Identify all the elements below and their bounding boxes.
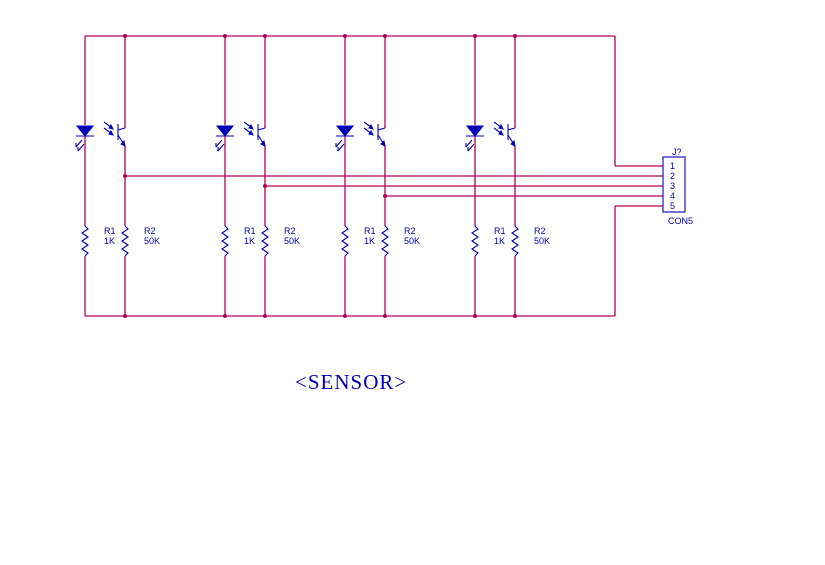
- light-arrowhead: [498, 124, 504, 130]
- r2-ref-label: R2: [284, 226, 296, 236]
- junction-dots: [123, 34, 517, 318]
- resistor-r1-icon: [81, 225, 89, 257]
- led-icon: [465, 125, 485, 152]
- connector-ref: J?: [672, 147, 682, 157]
- connector-pin-2: 2: [670, 171, 675, 181]
- light-arrowhead: [108, 124, 114, 130]
- connector-body: [662, 156, 686, 213]
- connector-pin-3: 3: [670, 181, 675, 191]
- led-triangle: [335, 125, 355, 137]
- led-arrow: [217, 143, 225, 152]
- r2-value-label: 50K: [144, 236, 160, 246]
- connector-value: CON5: [668, 216, 693, 226]
- led-arrow: [337, 143, 345, 152]
- junction-dot: [223, 314, 227, 318]
- junction-dot: [263, 184, 267, 188]
- phototransistor-collector: [507, 127, 516, 131]
- r2-ref-label: R2: [534, 226, 546, 236]
- led-triangle: [215, 125, 235, 137]
- light-arrowhead: [108, 130, 114, 136]
- light-arrowhead: [368, 124, 374, 130]
- resistor-r1-icon: [341, 225, 349, 257]
- led-arrow: [465, 139, 473, 148]
- junction-dot: [383, 34, 387, 38]
- led-arrow: [467, 143, 475, 152]
- light-arrowhead: [498, 130, 504, 136]
- wires: [85, 35, 663, 317]
- r2-ref-label: R2: [144, 226, 156, 236]
- r1-ref-label: R1: [364, 226, 376, 236]
- phototransistor-emitter-arrow: [380, 139, 386, 147]
- phototransistor-icon: [103, 121, 126, 147]
- schematic-title: <SENSOR>: [295, 370, 407, 394]
- junction-dot: [263, 34, 267, 38]
- connector-pin-5: 5: [670, 201, 675, 211]
- led-arrow: [77, 143, 85, 152]
- resistor-r2-icon: [261, 225, 269, 257]
- junction-dot: [263, 314, 267, 318]
- connector-pin-4: 4: [670, 191, 675, 201]
- phototransistor-collector: [377, 127, 386, 131]
- r1-ref-label: R1: [244, 226, 256, 236]
- junction-dot: [343, 314, 347, 318]
- r1-value-label: 1K: [244, 236, 255, 246]
- connector-con5: J? 1 2 3 4 5 CON5: [662, 147, 693, 226]
- phototransistor-icon: [363, 121, 386, 147]
- led-arrow: [75, 139, 83, 148]
- r2-value-label: 50K: [284, 236, 300, 246]
- phototransistor-emitter-arrow: [510, 139, 516, 147]
- led-icon: [215, 125, 235, 152]
- led-triangle: [75, 125, 95, 137]
- light-arrowhead: [248, 124, 254, 130]
- r1-value-label: 1K: [364, 236, 375, 246]
- junction-dot: [383, 194, 387, 198]
- phototransistor-emitter-arrow: [120, 139, 126, 147]
- led-triangle: [465, 125, 485, 137]
- resistor-r2-icon: [121, 225, 129, 257]
- junction-dot: [123, 34, 127, 38]
- phototransistor-collector: [257, 127, 266, 131]
- r2-value-label: 50K: [534, 236, 550, 246]
- junction-dot: [223, 34, 227, 38]
- led-arrow: [335, 139, 343, 148]
- junction-dot: [123, 174, 127, 178]
- phototransistor-icon: [243, 121, 266, 147]
- resistor-r1-icon: [221, 225, 229, 257]
- led-icon: [75, 125, 95, 152]
- led-icon: [335, 125, 355, 152]
- r1-ref-label: R1: [494, 226, 506, 236]
- r1-value-label: 1K: [494, 236, 505, 246]
- light-arrowhead: [368, 130, 374, 136]
- light-arrowhead: [248, 130, 254, 136]
- phototransistor-emitter-arrow: [260, 139, 266, 147]
- resistor-r2-icon: [381, 225, 389, 257]
- junction-dot: [513, 34, 517, 38]
- r1-value-label: 1K: [104, 236, 115, 246]
- junction-dot: [383, 314, 387, 318]
- connector-pin-1: 1: [670, 161, 675, 171]
- resistor-r1-icon: [471, 225, 479, 257]
- phototransistor-collector: [117, 127, 126, 131]
- r2-ref-label: R2: [404, 226, 416, 236]
- r1-ref-label: R1: [104, 226, 116, 236]
- led-arrow: [215, 139, 223, 148]
- junction-dot: [473, 314, 477, 318]
- junction-dot: [123, 314, 127, 318]
- r2-value-label: 50K: [404, 236, 420, 246]
- junction-dot: [513, 314, 517, 318]
- junction-dot: [343, 34, 347, 38]
- phototransistor-icon: [493, 121, 516, 147]
- junction-dot: [473, 34, 477, 38]
- resistor-r2-icon: [511, 225, 519, 257]
